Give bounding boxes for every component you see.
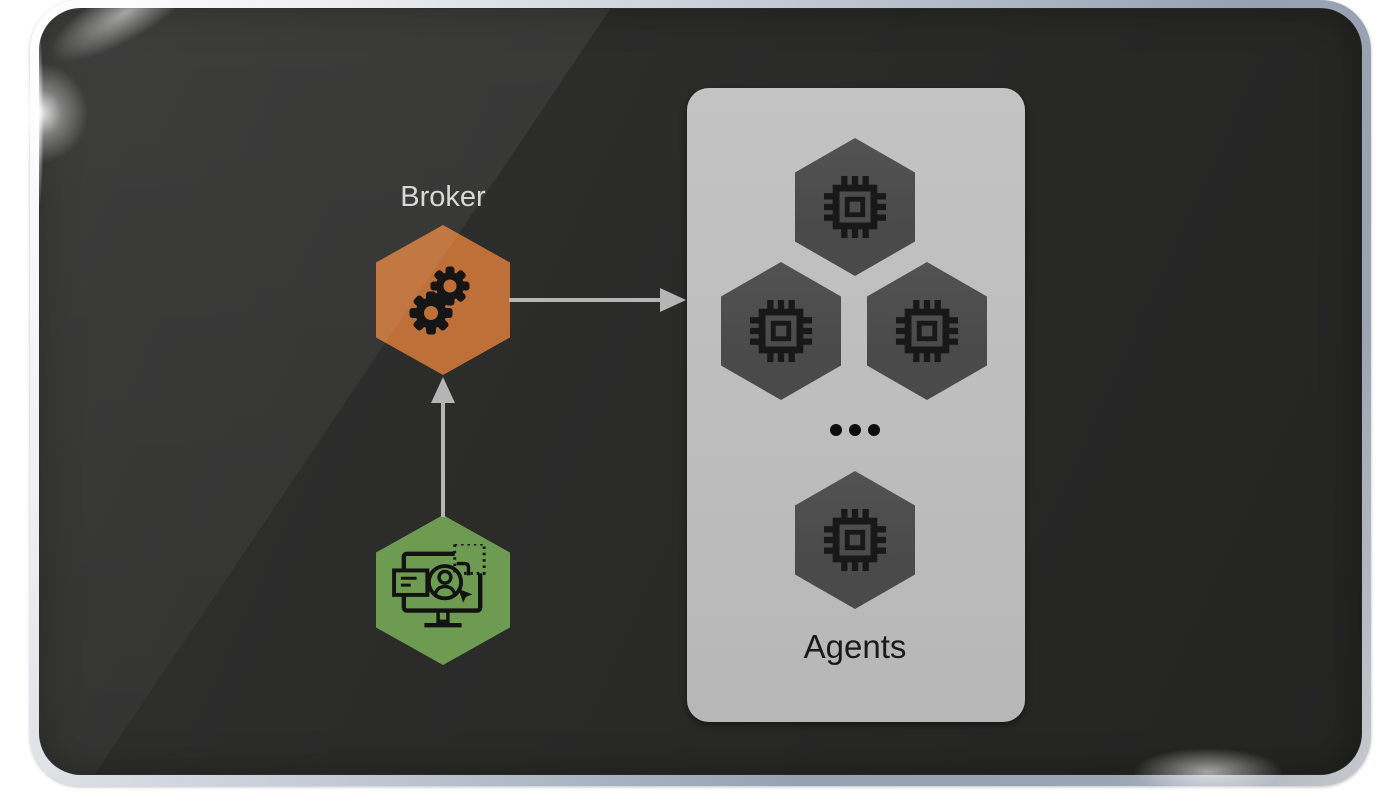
agent-node [795, 471, 915, 609]
agent-node [795, 138, 915, 276]
user-screen-icon [392, 544, 486, 628]
broker-node [376, 225, 510, 375]
chip-icon [895, 299, 959, 363]
client-node [376, 515, 510, 665]
arrow-broker-to-agents [509, 288, 686, 312]
ellipsis-dots [795, 420, 915, 440]
agent-node [867, 262, 987, 400]
agent-node [721, 262, 841, 400]
ellipsis-dot [849, 424, 861, 436]
arrow-client-to-broker [431, 377, 455, 517]
broker-label: Broker [400, 181, 486, 213]
ellipsis-dot [830, 424, 842, 436]
chip-icon [823, 508, 887, 572]
chip-icon [749, 299, 813, 363]
agents-label: Agents [803, 628, 907, 665]
ellipsis-dot [868, 424, 880, 436]
gears-icon [409, 266, 470, 335]
chip-icon [823, 175, 887, 239]
